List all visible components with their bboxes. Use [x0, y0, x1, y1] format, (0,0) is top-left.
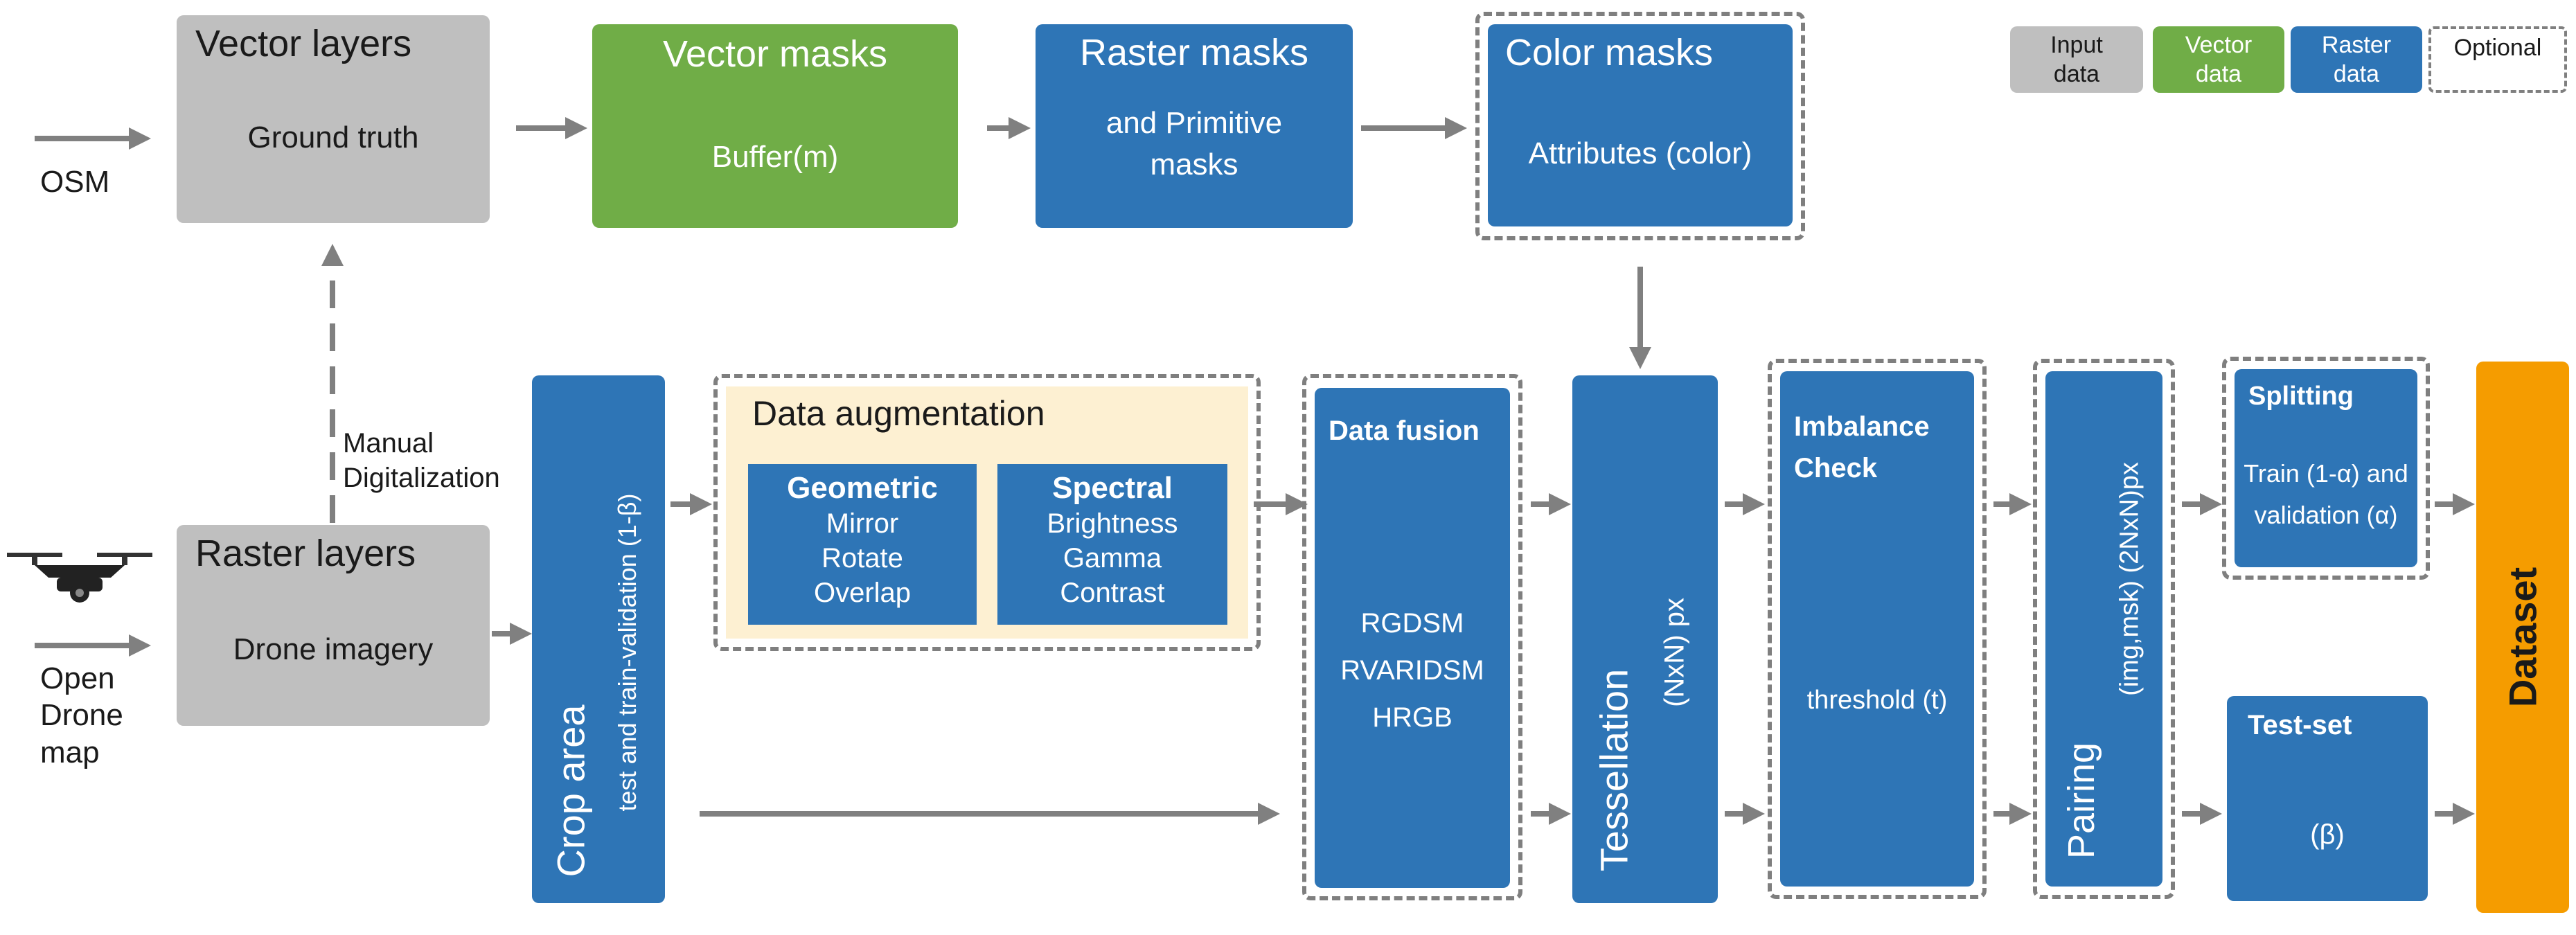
augmentation-title: Data augmentation	[752, 394, 1045, 433]
legend-raster-line2: data	[2333, 61, 2380, 87]
legend-raster-line1: Raster	[2321, 32, 2392, 58]
pairing-subtitle: (img,msk) (2NxN)px	[2115, 462, 2144, 696]
testset-title: Test-set	[2248, 710, 2352, 740]
pairing-box: Pairing (img,msk) (2NxN)px	[2045, 371, 2162, 887]
odm-label-line3: map	[40, 736, 100, 769]
imbalance-subtitle: threshold (t)	[1806, 686, 1948, 715]
crop-area-title: Crop area	[549, 704, 593, 878]
spectral-box: Spectral Brightness Gamma Contrast	[997, 464, 1227, 625]
splitting-optional-border	[2222, 357, 2430, 580]
imbalance-title-line2: Check	[1794, 453, 1878, 483]
legend-optional-label: Optional	[2453, 35, 2542, 61]
color-masks-optional-border	[1475, 12, 1805, 240]
geometric-item-rotate: Rotate	[821, 543, 903, 573]
legend-vector-line1: Vector	[2185, 32, 2253, 58]
augmentation-box: Data augmentation Geometric Mirror Rotat…	[726, 386, 1248, 639]
odm-label-line2: Drone	[40, 698, 123, 732]
legend-vector-line2: data	[2195, 61, 2242, 87]
fusion-item-rgdsm: RGDSM	[1360, 608, 1464, 639]
augmentation-optional-border	[713, 374, 1261, 651]
fusion-item-hrgb: HRGB	[1372, 702, 1453, 733]
vector-masks-title: Vector masks	[662, 33, 888, 75]
color-masks-subtitle: Attributes (color)	[1528, 136, 1752, 170]
dataset-title: Dataset	[2501, 567, 2545, 708]
fusion-title: Data fusion	[1329, 416, 1480, 446]
fusion-item-rvaridsm: RVARIDSM	[1340, 655, 1484, 686]
splitting-box: Splitting Train (1-α) and validation (α)	[2235, 369, 2417, 567]
raster-masks-line2: masks	[1150, 148, 1238, 181]
imbalance-title-line1: Imbalance	[1794, 411, 1930, 442]
fusion-optional-border	[1302, 374, 1522, 900]
manual-digitalization-line1: Manual	[343, 428, 434, 458]
raster-masks-box: Raster masks and Primitive masks	[1036, 24, 1353, 228]
imbalance-box: Imbalance Check threshold (t)	[1780, 371, 1974, 887]
tessellation-box: Tessellation (NxN) px	[1572, 375, 1718, 903]
manual-digitalization-line2: Digitalization	[343, 463, 500, 493]
raster-masks-title: Raster masks	[1079, 32, 1309, 73]
testset-box: Test-set (β)	[2227, 696, 2428, 901]
legend-input-line1: Input	[2050, 32, 2103, 58]
raster-layers-box: Raster layers Drone imagery	[177, 525, 490, 726]
tessellation-title: Tessellation	[1592, 668, 1636, 872]
vector-masks-box: Vector masks Buffer(m)	[592, 24, 958, 228]
spectral-item-contrast: Contrast	[1060, 578, 1165, 608]
osm-label: OSM	[40, 165, 110, 199]
raster-layers-subtitle: Drone imagery	[233, 632, 434, 666]
geometric-title: Geometric	[787, 471, 938, 505]
legend-input-data: Input data	[2010, 26, 2143, 93]
testset-subtitle: (β)	[2310, 819, 2345, 850]
color-masks-title: Color masks	[1505, 32, 1714, 73]
splitting-line1: Train (1-α) and	[2244, 459, 2408, 488]
pairing-title: Pairing	[2061, 742, 2102, 860]
geometric-item-overlap: Overlap	[813, 578, 912, 608]
geometric-box: Geometric Mirror Rotate Overlap	[748, 464, 977, 625]
vector-masks-subtitle: Buffer(m)	[711, 140, 839, 174]
color-masks-box: Color masks Attributes (color)	[1488, 24, 1793, 226]
crop-area-subtitle: test and train-validation (1-β)	[613, 493, 641, 812]
raster-masks-line1: and Primitive	[1105, 106, 1283, 140]
raster-layers-title: Raster layers	[195, 533, 416, 574]
legend-raster-data: Raster data	[2291, 26, 2422, 93]
legend-optional: Optional	[2428, 26, 2567, 93]
splitting-line2: validation (α)	[2254, 501, 2398, 529]
spectral-item-gamma: Gamma	[1063, 543, 1162, 573]
drone-icon	[7, 547, 152, 609]
spectral-title: Spectral	[1052, 471, 1173, 505]
splitting-title: Splitting	[2248, 382, 2354, 411]
fusion-box: Data fusion RGDSM RVARIDSM HRGB	[1315, 388, 1510, 888]
dataset-box: Dataset	[2476, 362, 2569, 913]
vector-layers-box: Vector layers Ground truth	[177, 15, 490, 223]
pairing-optional-border	[2033, 359, 2175, 899]
imbalance-optional-border	[1768, 359, 1987, 899]
vector-layers-title: Vector layers	[195, 23, 412, 64]
odm-label-line1: Open	[40, 661, 115, 695]
geometric-item-mirror: Mirror	[826, 508, 899, 539]
legend-vector-data: Vector data	[2153, 26, 2284, 93]
spectral-item-brightness: Brightness	[1047, 508, 1178, 539]
legend-input-line2: data	[2053, 61, 2100, 87]
crop-area-box: Crop area test and train-validation (1-β…	[532, 375, 665, 903]
tessellation-subtitle: (NxN) px	[1659, 598, 1690, 707]
vector-layers-subtitle: Ground truth	[247, 121, 419, 154]
